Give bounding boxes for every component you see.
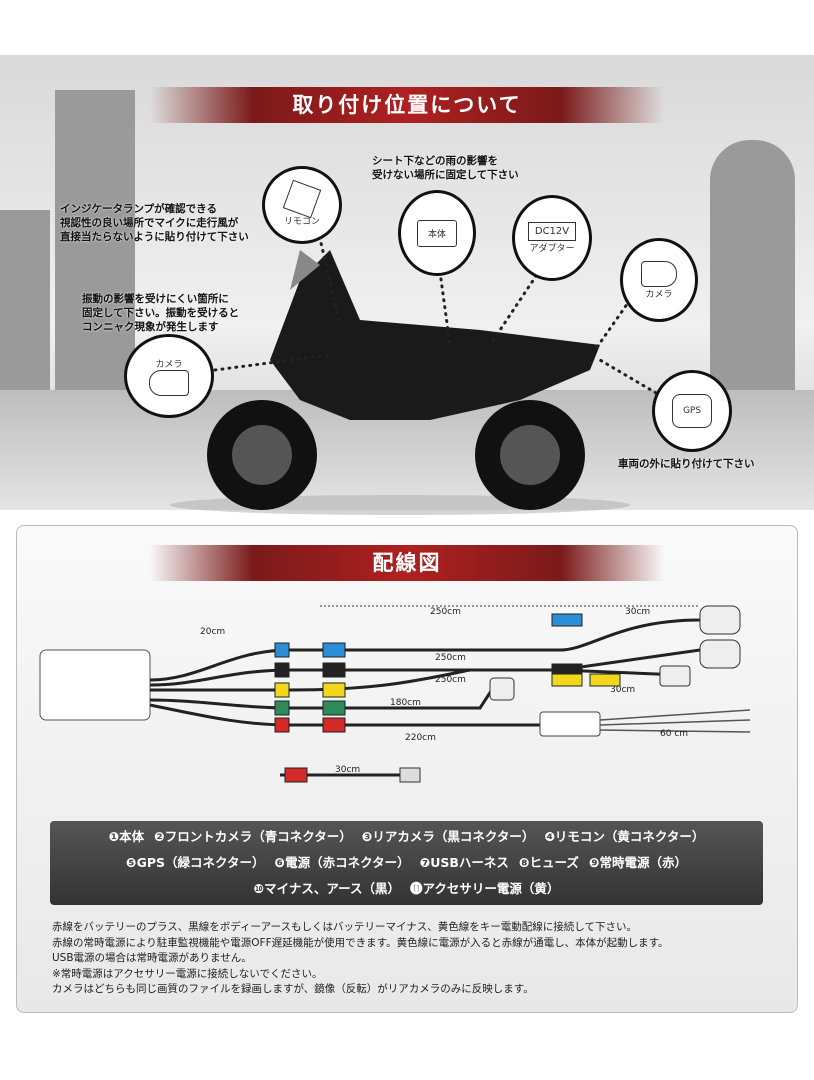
unit-circle: 本体 (398, 190, 476, 276)
dim-220cm: 220cm (405, 733, 436, 743)
main-unit (39, 649, 151, 721)
dim-20cm: 20cm (200, 627, 225, 637)
front-camera (699, 639, 741, 669)
green-connector (274, 700, 290, 716)
red-connector (284, 767, 308, 783)
camera-icon (149, 369, 189, 396)
green-connector (322, 700, 346, 716)
motorcycle-illustration (170, 228, 670, 515)
yellow-connector (551, 673, 583, 687)
gps-module (489, 677, 515, 701)
rear-camera (699, 605, 741, 635)
dim-250cm: 250cm (430, 607, 461, 617)
wiring-diagram: 20cm 250cm 30cm 250cm 250cm 30cm 180cm 2… (39, 605, 751, 783)
vibration-note: 振動の影響を受けにくい箇所に固定して下さい。振動を受けるとコンニャク現象が発生し… (82, 293, 240, 333)
rear-camera-circle: カメラ (620, 238, 698, 322)
gps-circle: GPS (652, 370, 732, 452)
front-camera-circle: カメラ (124, 334, 214, 418)
remote-circle: リモコン (262, 166, 342, 244)
dim-180cm: 180cm (390, 698, 421, 708)
remote (659, 665, 691, 687)
red-connector (322, 717, 346, 733)
seat-note: シート下などの雨の影響を受けない場所に固定して下さい (372, 155, 519, 181)
fuse-box (539, 711, 601, 737)
dim-60cm: 60 cm (660, 729, 688, 739)
yellow-connector (322, 682, 346, 698)
remote-icon (282, 179, 322, 218)
yellow-connector (274, 682, 290, 698)
camera-icon (641, 260, 677, 287)
dim-30cm: 30cm (335, 765, 360, 775)
gps-icon: GPS (672, 394, 712, 428)
yellow-connector (589, 673, 621, 687)
black-connector (322, 662, 346, 678)
red-connector (274, 717, 290, 733)
dim-250cm: 250cm (435, 653, 466, 663)
dim-30cm: 30cm (625, 607, 650, 617)
blue-connector (322, 642, 346, 658)
indicator-note: インジケータランプが確認できる視認性の良い場所でマイクに走行風が直接当たらないよ… (60, 203, 249, 243)
dim-30cm: 30cm (610, 685, 635, 695)
blue-connector (551, 613, 583, 627)
install-title: 取り付け位置について (150, 87, 664, 123)
dim-250cm: 250cm (435, 675, 466, 685)
adapter-icon: DC12V (527, 222, 577, 241)
blue-connector (274, 642, 290, 658)
wiring-notes: 赤線をバッテリーのプラス、黒線をボディーアースもしくはバッテリーマイナス、黄色線… (52, 921, 669, 995)
gps-note: 車両の外に貼り付けて下さい (618, 458, 755, 470)
wiring-title: 配線図 (150, 545, 664, 581)
black-connector (274, 662, 290, 678)
usb-plug (399, 767, 421, 783)
unit-icon: 本体 (416, 219, 457, 247)
